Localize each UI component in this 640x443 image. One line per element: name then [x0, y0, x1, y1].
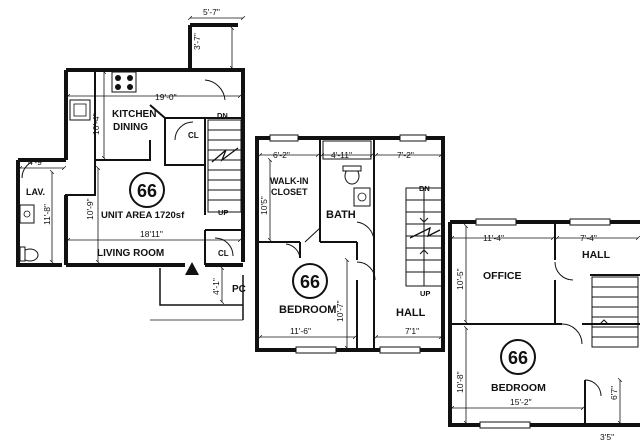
- dim-bath-width: 4'-11": [331, 150, 352, 160]
- floor-3-unit-number: 66: [508, 348, 528, 368]
- floor-3-unit-circle: [500, 339, 536, 375]
- dim-bedroom-width: 11'-6": [290, 326, 311, 336]
- dim-hall-bottom: 7'1": [405, 326, 419, 336]
- floor-2-unit-circle: [292, 263, 328, 299]
- floor-2-plan: 6'-2" 4'-11" 7'-2" WALK-IN CLOSET 10'5" …: [255, 134, 445, 354]
- floor-1-labels: 5'-7" 3'-7" 19'-0" 10'-4" KITCHEN DINING…: [26, 7, 246, 295]
- dim-hall-width: 7'-4": [580, 233, 597, 243]
- living-room-label: LIVING ROOM: [97, 248, 164, 259]
- hall-label: HALL: [396, 307, 426, 319]
- dim-lav-width: 4'-9": [28, 157, 45, 167]
- kitchen-sink-icon: [69, 99, 91, 121]
- floor-2-unit-number: 66: [300, 272, 320, 292]
- dim-upper-right: 3'-7": [192, 33, 202, 50]
- dim-living-depth: 10'-9": [85, 198, 95, 220]
- dim-side: 6'7": [609, 386, 619, 400]
- floor-1-unit-circle: [129, 172, 165, 208]
- dim-living-width: 18'11": [140, 229, 163, 239]
- floor-1-plan: 5'-7" 3'-7" 19'-0" 10'-4" KITCHEN DINING…: [16, 7, 246, 321]
- dim-porch: 4'-1": [211, 278, 221, 295]
- bath-sink-icon: [353, 187, 371, 207]
- stair-up-label: UP: [420, 289, 430, 298]
- floor-2-labels: 6'-2" 4'-11" 7'-2" WALK-IN CLOSET 10'5" …: [259, 150, 430, 336]
- dim-top: 5'-7": [203, 7, 220, 17]
- dim-bedroom-depth: 10'-8": [455, 371, 465, 393]
- entry-arrow-icon: [185, 262, 199, 275]
- toilet-icon: [342, 165, 362, 185]
- unit-area-label: UNIT AREA 1720sf: [101, 210, 185, 221]
- walk-in-label: WALK-IN: [270, 176, 309, 186]
- dim-bottom: 3'5": [600, 432, 614, 442]
- floor-2-stairs: [405, 187, 443, 287]
- dim-kitchen-width: 19'-0": [155, 92, 177, 102]
- floor-3-stairs: [591, 276, 639, 348]
- floor-1-unit-number: 66: [137, 181, 157, 201]
- stove-icon: [111, 71, 137, 93]
- stair-dn-label: DN: [419, 184, 430, 193]
- dim-lav-depth: 11'-8": [42, 204, 52, 225]
- dim-closet-depth: 10'5": [259, 196, 269, 215]
- lav-label: LAV.: [26, 187, 45, 197]
- stair-dn-label: DN: [217, 111, 228, 120]
- kitchen-label: KITCHEN: [112, 109, 156, 120]
- floor-3-plan: 11'-4" 7'-4" HALL 10'-5" OFFICE 66 10'-8…: [448, 218, 640, 442]
- closet-label: CL: [188, 131, 199, 140]
- floor-1-walls: [16, 23, 245, 267]
- closet-2-label: CL: [218, 249, 229, 258]
- floor-1-stairs: [207, 119, 242, 213]
- dim-closet-width: 6'-2": [273, 150, 290, 160]
- bedroom-label: BEDROOM: [279, 304, 336, 316]
- office-label: OFFICE: [483, 270, 522, 282]
- dim-hall-width: 7'-2": [397, 150, 414, 160]
- dim-bedroom-depth: 10'-7": [335, 300, 345, 322]
- bedroom-label: BEDROOM: [491, 382, 546, 394]
- dining-label: DINING: [113, 122, 148, 133]
- dim-kitchen-depth: 10'-4": [91, 113, 101, 135]
- closet-label: CLOSET: [271, 187, 308, 197]
- dim-office-depth: 10'-5": [455, 268, 465, 290]
- lav-toilet-icon: [19, 246, 39, 262]
- hall-label: HALL: [582, 249, 611, 261]
- dim-office-width: 11'-4": [483, 233, 504, 243]
- floor-2-walls: [255, 136, 445, 352]
- dim-bedroom-width: 15'-2": [510, 397, 532, 407]
- porch-label: PC: [232, 284, 246, 295]
- stair-up-label: UP: [218, 208, 228, 217]
- bath-label: BATH: [326, 209, 356, 221]
- lav-sink-icon: [19, 204, 35, 224]
- floor-3-labels: 11'-4" 7'-4" HALL 10'-5" OFFICE 66 10'-8…: [455, 233, 619, 442]
